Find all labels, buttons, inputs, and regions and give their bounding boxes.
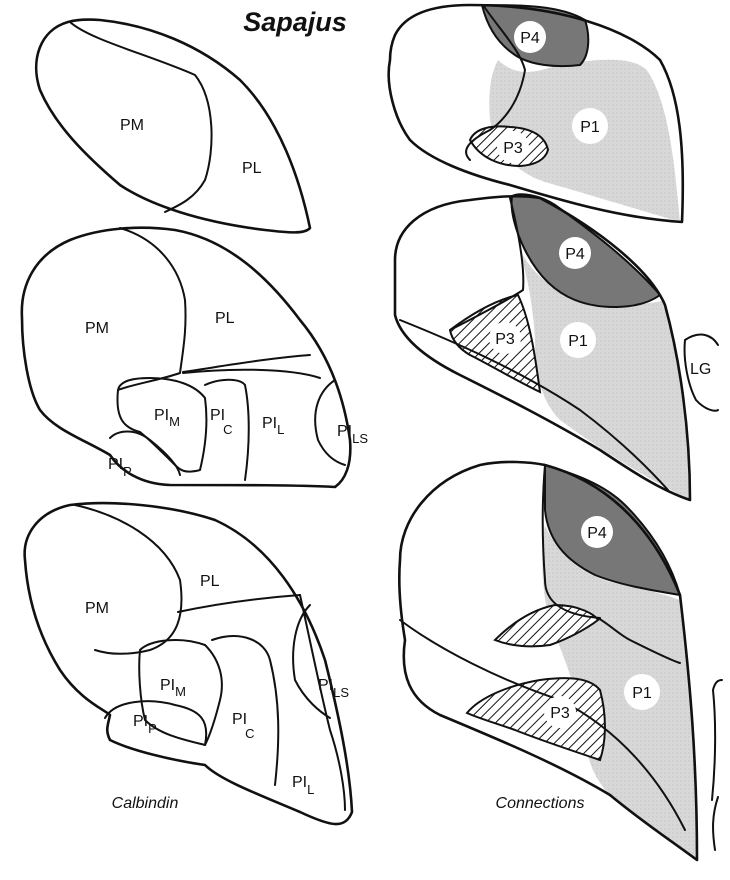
label-p4: P4	[520, 30, 540, 47]
label-pl: PL	[200, 573, 220, 590]
section-outline	[22, 228, 351, 487]
connections-section-1: P4 P1 P3	[389, 5, 683, 222]
figure-title: Sapajus	[243, 7, 347, 37]
label-p3: P3	[495, 331, 515, 348]
label-pim: PIM	[154, 407, 180, 429]
label-p4: P4	[587, 525, 607, 542]
label-pl: PL	[242, 160, 262, 177]
label-pim: PIM	[160, 677, 186, 699]
calbindin-section-1: PM PL	[36, 20, 310, 233]
label-p1: P1	[580, 119, 600, 136]
caption-calbindin: Calbindin	[112, 795, 179, 812]
label-p4: P4	[565, 246, 585, 263]
pm-boundary	[75, 505, 181, 654]
label-p3: P3	[550, 705, 570, 722]
label-pils: PILS	[337, 423, 368, 446]
pm-boundary	[118, 228, 186, 390]
label-pm: PM	[85, 600, 109, 617]
label-pip: PIP	[133, 713, 157, 736]
label-pip: PIP	[108, 456, 132, 479]
label-pm: PM	[120, 117, 144, 134]
pl-bottom-boundary	[178, 595, 300, 612]
caption-connections: Connections	[496, 795, 585, 812]
right-margin-line	[712, 680, 722, 850]
label-pm: PM	[85, 320, 109, 337]
label-p3: P3	[503, 140, 523, 157]
label-p1: P1	[632, 685, 652, 702]
label-pil: PIL	[262, 415, 284, 437]
section-outline	[36, 20, 310, 233]
pil-boundary	[183, 370, 320, 378]
label-pil: PIL	[292, 774, 314, 797]
pim-boundary	[117, 378, 206, 472]
label-p1: P1	[568, 333, 588, 350]
label-lg: LG	[690, 361, 711, 378]
label-pl: PL	[215, 310, 235, 327]
connections-section-2: P4 P1 P3 LG	[395, 194, 718, 500]
